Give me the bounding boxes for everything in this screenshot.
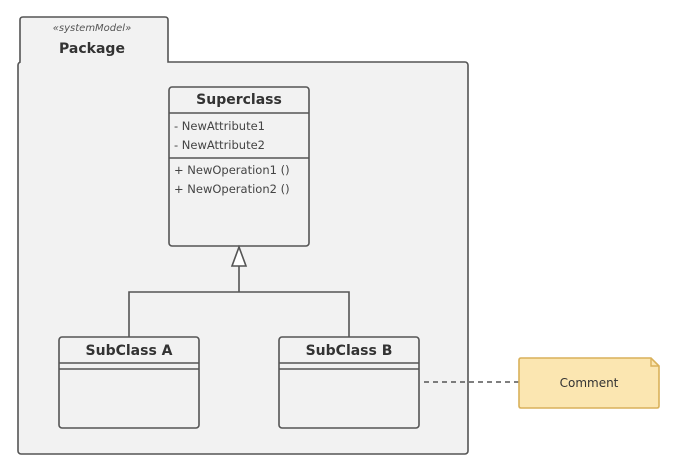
- package-tab: [19, 16, 169, 62]
- attribute-1: - NewAttribute1: [174, 119, 265, 133]
- attribute-2: - NewAttribute2: [174, 138, 265, 152]
- operation-1: + NewOperation1 (): [174, 163, 290, 177]
- package-stereotype: «systemModel»: [53, 23, 132, 34]
- note-shape: [518, 357, 660, 409]
- note-fold-icon: [650, 358, 659, 367]
- class-box: [58, 336, 200, 429]
- inheritance-arrowhead: [230, 244, 248, 267]
- generalization-connector: [128, 244, 350, 337]
- class-name: SubClass B: [306, 343, 393, 359]
- class-subclass-b[interactable]: SubClass B: [278, 336, 420, 429]
- class-box: [278, 336, 420, 429]
- class-name: Superclass: [196, 92, 282, 108]
- class-superclass[interactable]: Superclass - NewAttribute1 - NewAttribut…: [168, 86, 310, 247]
- class-name: SubClass A: [86, 343, 173, 359]
- package-name: Package: [59, 41, 125, 57]
- class-subclass-a[interactable]: SubClass A: [58, 336, 200, 429]
- operation-2: + NewOperation2 (): [174, 182, 290, 196]
- comment-text: Comment: [560, 376, 619, 390]
- comment-note[interactable]: Comment: [518, 357, 660, 409]
